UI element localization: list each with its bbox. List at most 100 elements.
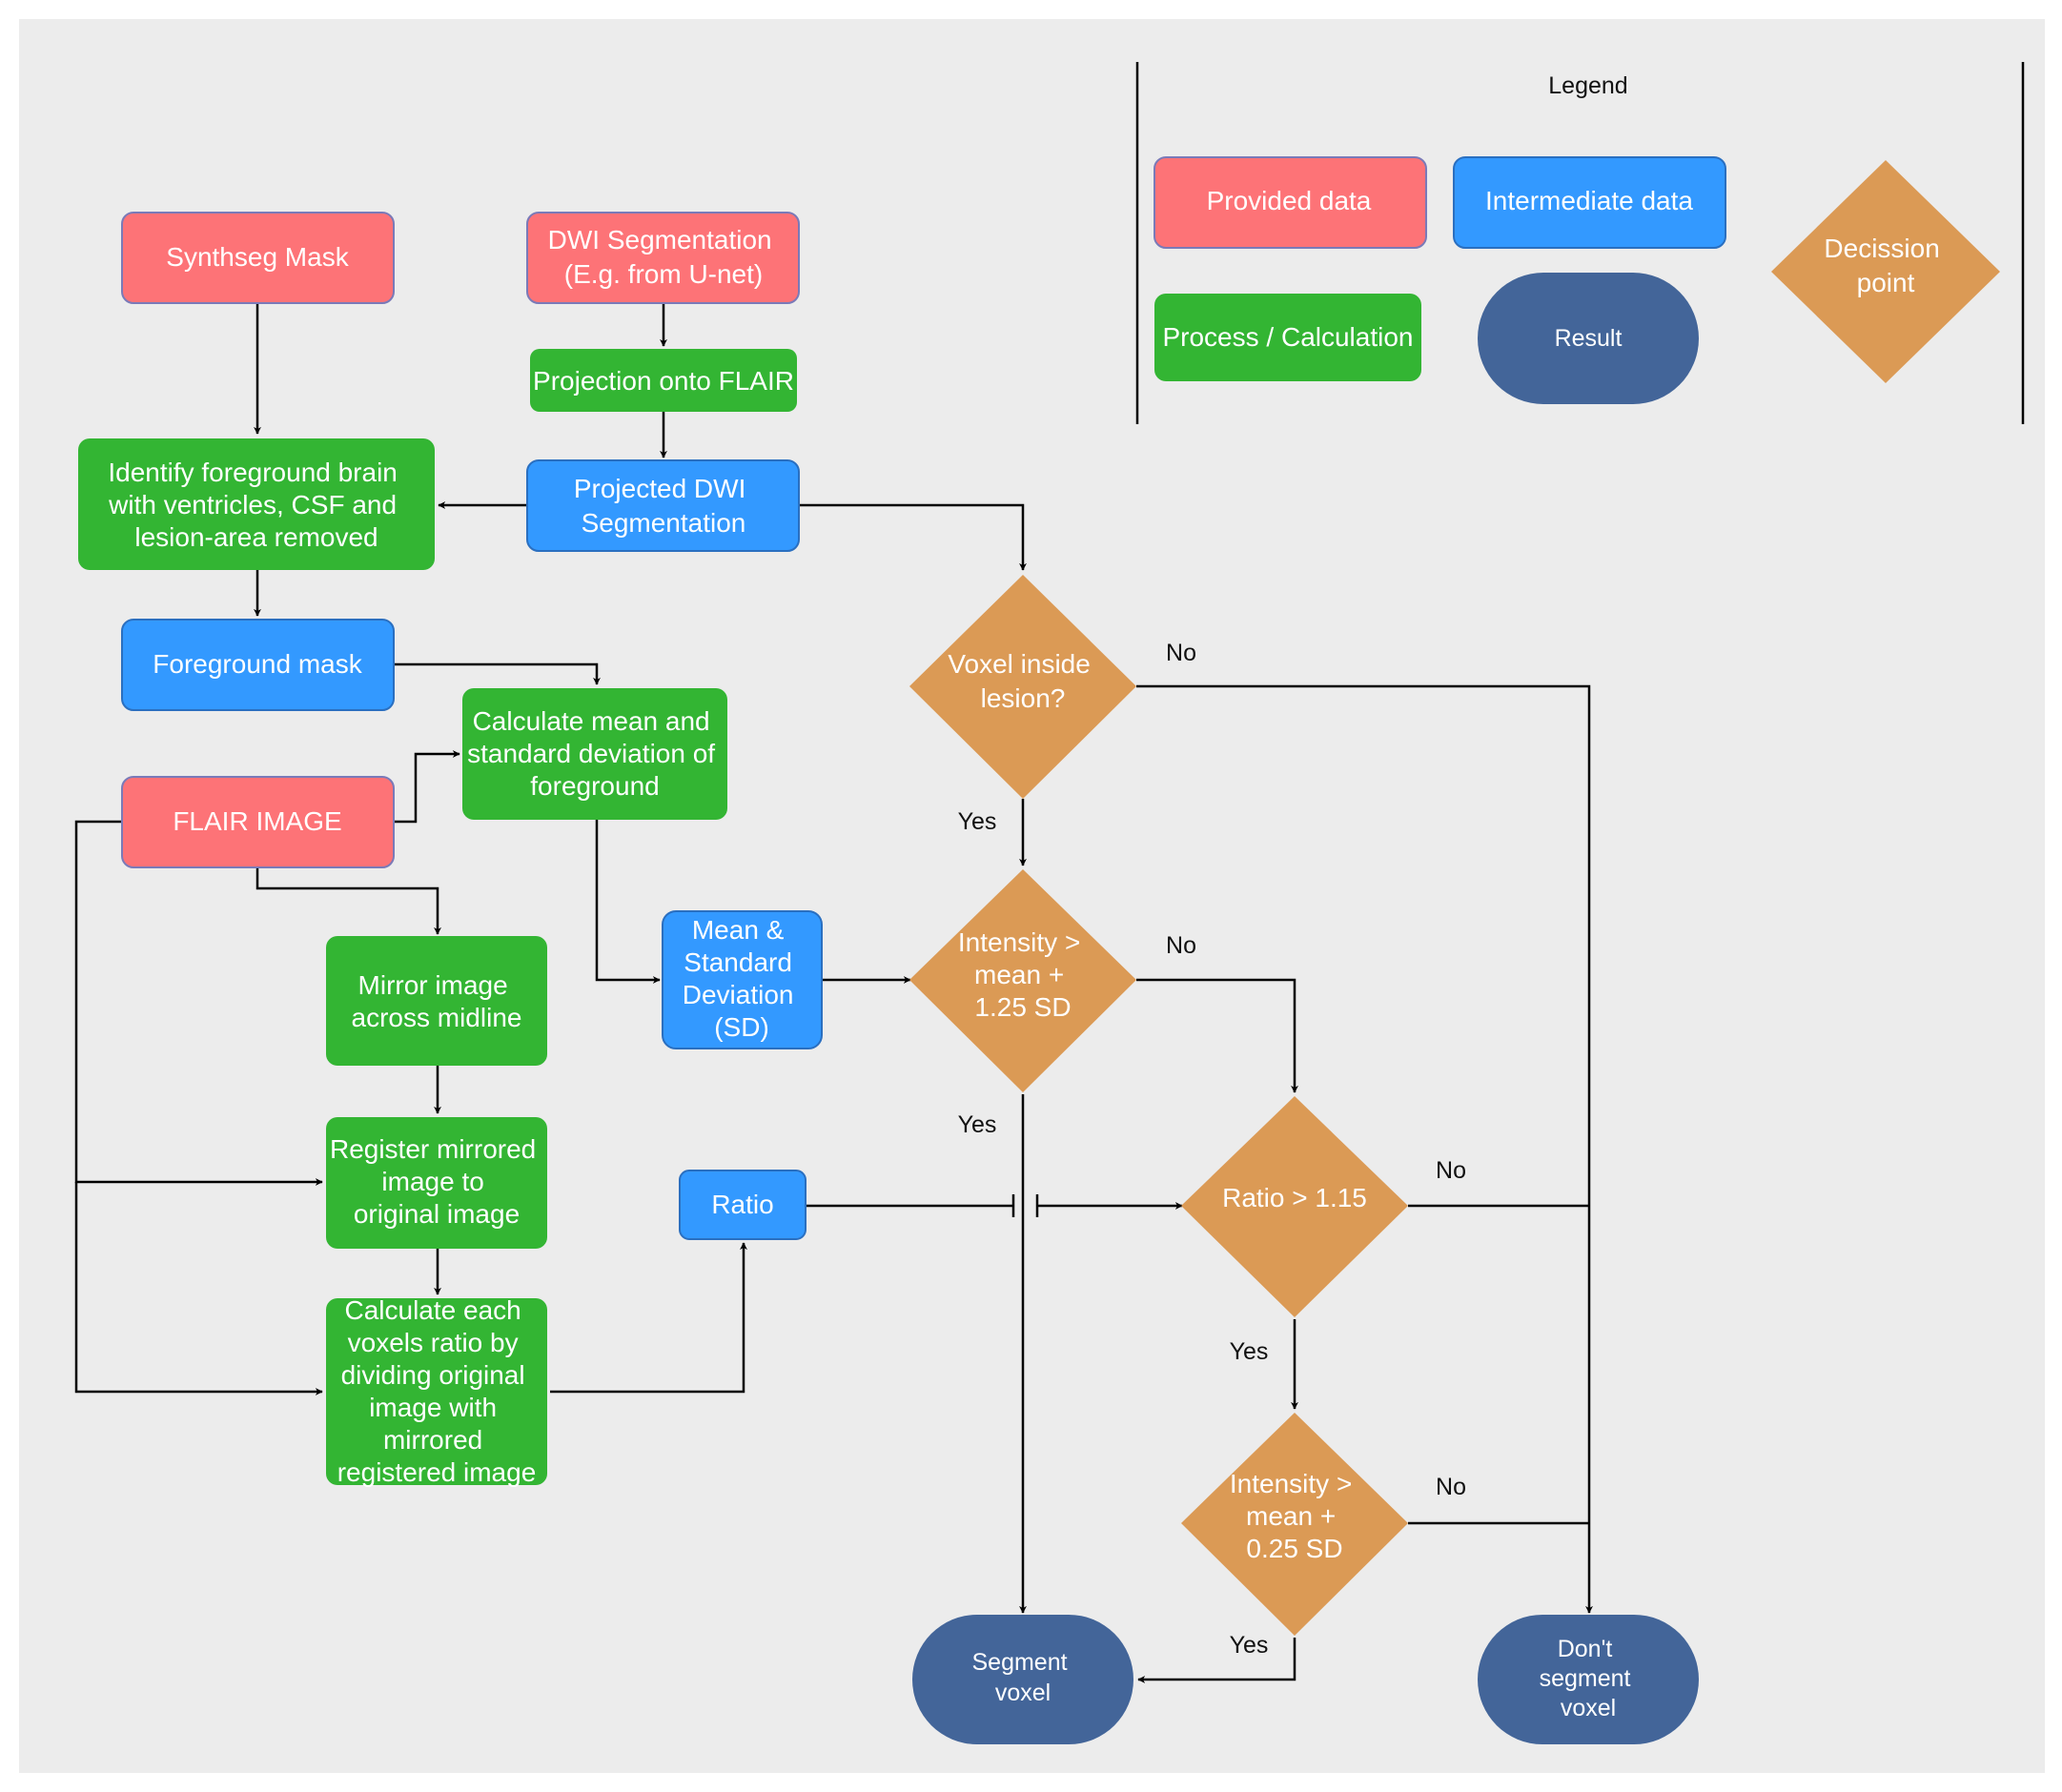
node-text-line: Mirror image — [358, 970, 508, 1000]
node-text-line: Calculate mean and — [473, 706, 710, 736]
edge-flair-to-mirror — [255, 867, 441, 935]
node-text-line: voxels ratio by — [348, 1328, 519, 1357]
node-text-line: dividing original — [341, 1360, 525, 1390]
node-text-line: mean + — [1246, 1501, 1336, 1531]
node-text-line: registered image — [337, 1457, 537, 1487]
decision-intensity-1-25-label: Intensity > mean + 1.25 SD — [958, 927, 1088, 1022]
legend-provided-swatch — [1153, 156, 1427, 249]
legend: Legend Provided data Intermediate data P… — [1135, 62, 2025, 424]
node-text-line: Segment — [971, 1649, 1067, 1676]
result-dont-segment-voxel — [1478, 1615, 1699, 1744]
edge-label-lesion-yes: Yes — [958, 808, 997, 835]
edge-label-int2-no: No — [1436, 1474, 1466, 1500]
edge-intensity1-no-to-ratiodecision — [1136, 978, 1298, 1093]
node-flair-image — [121, 776, 395, 868]
node-text-line: original image — [354, 1199, 520, 1229]
node-text-line: Projected DWI — [574, 474, 746, 503]
node-text-line: Synthseg Mask — [166, 242, 349, 272]
node-text-line: across midline — [352, 1003, 522, 1032]
decision-intensity-1-25 — [909, 869, 1136, 1092]
edge-flair-to-calcmean — [394, 750, 460, 824]
node-text-line: Segmentation — [582, 508, 746, 538]
node-text-line: voxel — [995, 1680, 1051, 1706]
node-text-line: image to — [381, 1167, 483, 1196]
edge-projected-to-lesion — [799, 503, 1027, 571]
edge-intensity2-yes-to-segment — [1137, 1638, 1296, 1683]
node-text-line: Ratio — [711, 1190, 773, 1219]
node-text-line: Intensity > — [1230, 1469, 1352, 1498]
node-mirror-image — [326, 936, 547, 1066]
legend-decision-label: Decission point — [1824, 234, 1947, 297]
edge-label-ratio-no: No — [1436, 1157, 1466, 1184]
edge-flair-to-calcratio — [74, 1182, 323, 1395]
node-text-line: lesion? — [981, 683, 1066, 713]
legend-intermediate-label: Intermediate data — [1485, 186, 1693, 215]
decision-ratio-1-15-label: Ratio > 1.15 — [1222, 1183, 1367, 1212]
node-calculate-mean-sd-label: Calculate mean and standard deviation of… — [467, 706, 723, 801]
legend-decision-line: Decission — [1824, 234, 1939, 263]
node-dwi-segmentation-label: DWI Segmentation (E.g. from U-net) — [548, 225, 780, 289]
node-calculate-voxel-ratio-label: Calculate each voxels ratio by dividing … — [337, 1295, 537, 1487]
legend-decision-swatch — [1771, 160, 2000, 383]
edge-calcratio-to-ratio — [550, 1242, 747, 1394]
legend-result-swatch — [1478, 273, 1699, 404]
node-dwi-segmentation — [526, 212, 800, 304]
node-projected-dwi-label: Projected DWI Segmentation — [574, 474, 753, 538]
node-flair-image-label: FLAIR IMAGE — [173, 806, 341, 836]
node-text-line: mirrored — [383, 1425, 482, 1455]
node-synthseg-mask — [121, 212, 395, 304]
node-text-line: Register mirrored — [330, 1134, 536, 1164]
node-text-line: with ventricles, CSF and — [108, 490, 397, 519]
decision-voxel-inside-lesion-label: Voxel inside lesion? — [948, 649, 1097, 713]
legend-process-label: Process / Calculation — [1162, 322, 1413, 352]
node-text-line: 0.25 SD — [1246, 1534, 1342, 1563]
node-synthseg-mask-label: Synthseg Mask — [166, 242, 349, 272]
node-identify-foreground-label: Identify foreground brain with ventricle… — [108, 458, 404, 552]
node-mirror-image-label: Mirror image across midline — [352, 970, 522, 1032]
node-text-line: Identify foreground brain — [108, 458, 398, 487]
nodes: Synthseg Mask DWI Segmentation (E.g. fro… — [78, 212, 1699, 1744]
legend-decision-line: point — [1857, 268, 1915, 297]
node-mean-standard-deviation — [662, 910, 823, 1049]
result-dont-segment-voxel-label: Don't segment voxel — [1540, 1636, 1638, 1721]
decision-intensity-0-25 — [1181, 1413, 1408, 1636]
node-text-line: Mean & — [692, 915, 785, 945]
edge-label-lesion-no: No — [1166, 640, 1196, 666]
node-text-line: (SD) — [714, 1012, 769, 1042]
node-text-line: Don't — [1558, 1636, 1613, 1662]
node-text-line: lesion-area removed — [134, 522, 378, 552]
node-text-line: Projection onto FLAIR — [533, 366, 794, 396]
node-text-line: voxel — [1561, 1695, 1616, 1721]
node-text-line: 1.25 SD — [974, 992, 1071, 1022]
node-text-line: standard deviation of — [467, 739, 715, 768]
node-text-line: segment — [1540, 1665, 1631, 1692]
legend-title: Legend — [1548, 72, 1627, 99]
connectors — [74, 303, 1593, 1683]
edge-lesion-no-to-dontsegment — [1136, 684, 1593, 1614]
result-segment-voxel — [912, 1615, 1133, 1744]
node-mean-sd-label: Mean & Standard Deviation (SD) — [683, 915, 802, 1042]
node-register-mirrored — [326, 1117, 547, 1249]
node-register-mirrored-label: Register mirrored image to original imag… — [330, 1134, 543, 1229]
node-text-line: Foreground mask — [153, 649, 362, 679]
result-segment-voxel-label: Segment voxel — [971, 1649, 1073, 1706]
edge-label-int1-yes: Yes — [958, 1111, 997, 1138]
decision-ratio-1-15 — [1181, 1096, 1408, 1317]
node-calculate-mean-sd — [462, 688, 727, 820]
node-text-line: (E.g. from U-net) — [564, 259, 763, 289]
legend-process-swatch — [1154, 294, 1421, 381]
node-foreground-mask — [121, 619, 395, 711]
legend-intermediate-swatch — [1453, 156, 1726, 249]
node-ratio-label: Ratio — [711, 1190, 773, 1219]
node-calculate-voxel-ratio — [326, 1298, 547, 1485]
edge-label-int1-no: No — [1166, 932, 1196, 959]
edge-ratio-to-ratiodecision — [806, 1194, 1182, 1217]
edge-label-ratio-yes: Yes — [1230, 1338, 1269, 1365]
edge-labels: No Yes No Yes No Yes No Yes — [958, 640, 1466, 1659]
edge-fgmask-to-calcmean — [394, 662, 601, 685]
edge-calcmean-to-meansd — [595, 820, 661, 984]
node-text-line: Voxel inside — [948, 649, 1090, 679]
node-text-line: Deviation — [683, 980, 794, 1009]
